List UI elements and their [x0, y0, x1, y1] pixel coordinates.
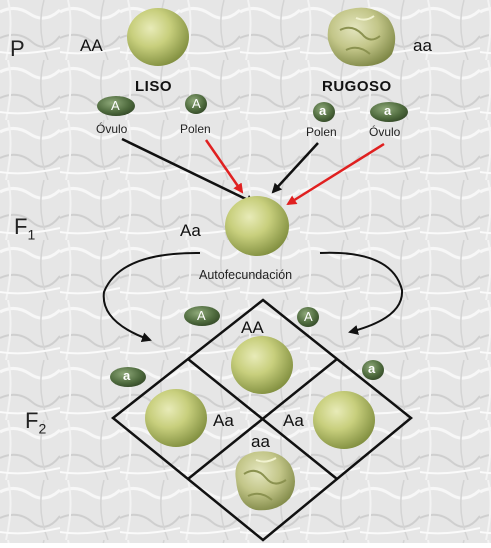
- allele-badge: [370, 102, 408, 122]
- arrow-pollen-right: [271, 142, 319, 194]
- punnett-diamond: [110, 298, 413, 542]
- generation-f1-label: F1: [14, 214, 36, 243]
- allele-letter: A: [192, 96, 201, 111]
- allele-letter: a: [368, 361, 376, 376]
- ovule-label: Óvulo: [96, 122, 128, 136]
- pollen-label: Polen: [180, 122, 211, 136]
- f2-seed-aa-hetero-left: [145, 389, 207, 447]
- allele-letter: a: [123, 368, 131, 383]
- allele-badge: [184, 306, 220, 326]
- f1-seed: [225, 196, 289, 256]
- allele-letter: A: [304, 309, 313, 324]
- allele-letter: A: [197, 308, 206, 323]
- parent-left-phenotype: LISO: [135, 78, 173, 95]
- self-fertilization-label: Autofecundación: [199, 268, 293, 282]
- f1-genotype: Aa: [180, 221, 201, 240]
- punnett-cell-left: Aa: [213, 411, 234, 430]
- smooth-seed-parent: [127, 8, 189, 66]
- allele-letter: a: [319, 103, 327, 118]
- allele-badge: [185, 94, 207, 114]
- f2-seed-aa-hetero-right: [313, 391, 375, 449]
- pollen-label: Polen: [306, 125, 337, 139]
- wrinkled-seed-parent: [327, 7, 396, 67]
- f2-seed-aa-dominant: [231, 336, 293, 394]
- allele-badge: [297, 307, 319, 327]
- parent-left-genotype: AA: [80, 36, 103, 55]
- punnett-cell-bottom: aa: [251, 432, 270, 451]
- arrow-ovule-left: [121, 137, 256, 205]
- ovule-label: Óvulo: [369, 125, 401, 139]
- f2-seed-wrinkled: [235, 451, 295, 511]
- allele-badge: [313, 102, 335, 122]
- parent-right-genotype: aa: [413, 36, 432, 55]
- parent-right-phenotype: RUGOSO: [322, 78, 392, 95]
- arrow-selfing-right: [319, 251, 404, 335]
- arrow-selfing-left: [102, 251, 201, 342]
- arrow-pollen-left: [204, 139, 244, 194]
- allele-badge: [362, 360, 384, 380]
- allele-badge: [97, 96, 135, 116]
- generation-p-label: P: [10, 36, 25, 61]
- allele-letter: A: [111, 98, 120, 113]
- allele-letter: a: [384, 103, 392, 118]
- punnett-cell-top: AA: [241, 318, 264, 337]
- punnett-cell-right: Aa: [283, 411, 304, 430]
- generation-f2-label: F2: [25, 408, 47, 437]
- arrow-ovule-right: [286, 142, 385, 206]
- allele-badge: [110, 367, 146, 387]
